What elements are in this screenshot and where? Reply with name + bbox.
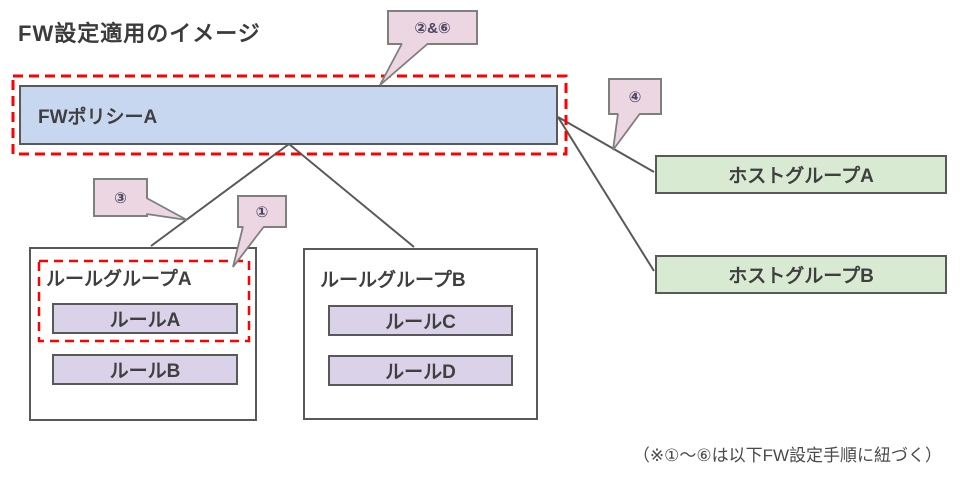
rule-c-box: ルールC bbox=[328, 305, 513, 336]
host-group-a-label: ホストグループA bbox=[728, 166, 874, 187]
rule-d-label: ルールD bbox=[385, 362, 456, 383]
rule-b-box: ルールB bbox=[52, 354, 238, 385]
callout-steps-2-and-6: ②&⑥ bbox=[387, 10, 478, 45]
callout-step-4: ④ bbox=[608, 78, 662, 115]
rule-d-box: ルールD bbox=[328, 355, 513, 386]
connector-policy-to-host-group-a bbox=[557, 116, 655, 173]
page-title: FW設定適用のイメージ bbox=[18, 21, 261, 46]
callout-step-3-label: ③ bbox=[114, 189, 127, 207]
callout-step-1: ① bbox=[237, 195, 287, 228]
callout-step-4-tail bbox=[612, 112, 641, 151]
callout-step-3: ③ bbox=[93, 178, 148, 217]
host-group-b-label: ホストグループB bbox=[728, 266, 874, 287]
rule-a-box: ルールA bbox=[52, 303, 238, 334]
callout-steps-2-and-6-label: ②&⑥ bbox=[414, 19, 451, 37]
callout-step-1-label: ① bbox=[255, 203, 269, 221]
rule-b-label: ルールB bbox=[109, 361, 181, 382]
rule-a-label: ルールA bbox=[109, 310, 181, 331]
rule-group-b-title: ルールグループB bbox=[320, 270, 466, 291]
connector-policy-to-host-group-b bbox=[557, 116, 655, 272]
callout-step-3-tail bbox=[146, 197, 188, 221]
fw-policy-a-label: FWポリシーA bbox=[38, 106, 158, 128]
connector-policy-to-rule-group-b bbox=[288, 143, 415, 248]
host-group-a-box: ホストグループA bbox=[655, 155, 947, 194]
rule-c-label: ルールC bbox=[385, 312, 456, 333]
footnote: （※①～⑥は以下FW設定手順に紐づく） bbox=[632, 446, 942, 465]
fw-policy-a-box: FWポリシーA bbox=[19, 85, 558, 145]
callout-steps-2-and-6-tail bbox=[379, 42, 429, 86]
rule-group-a-title: ルールグループA bbox=[46, 269, 192, 290]
host-group-b-box: ホストグループB bbox=[655, 255, 947, 294]
callout-step-4-label: ④ bbox=[628, 88, 642, 106]
